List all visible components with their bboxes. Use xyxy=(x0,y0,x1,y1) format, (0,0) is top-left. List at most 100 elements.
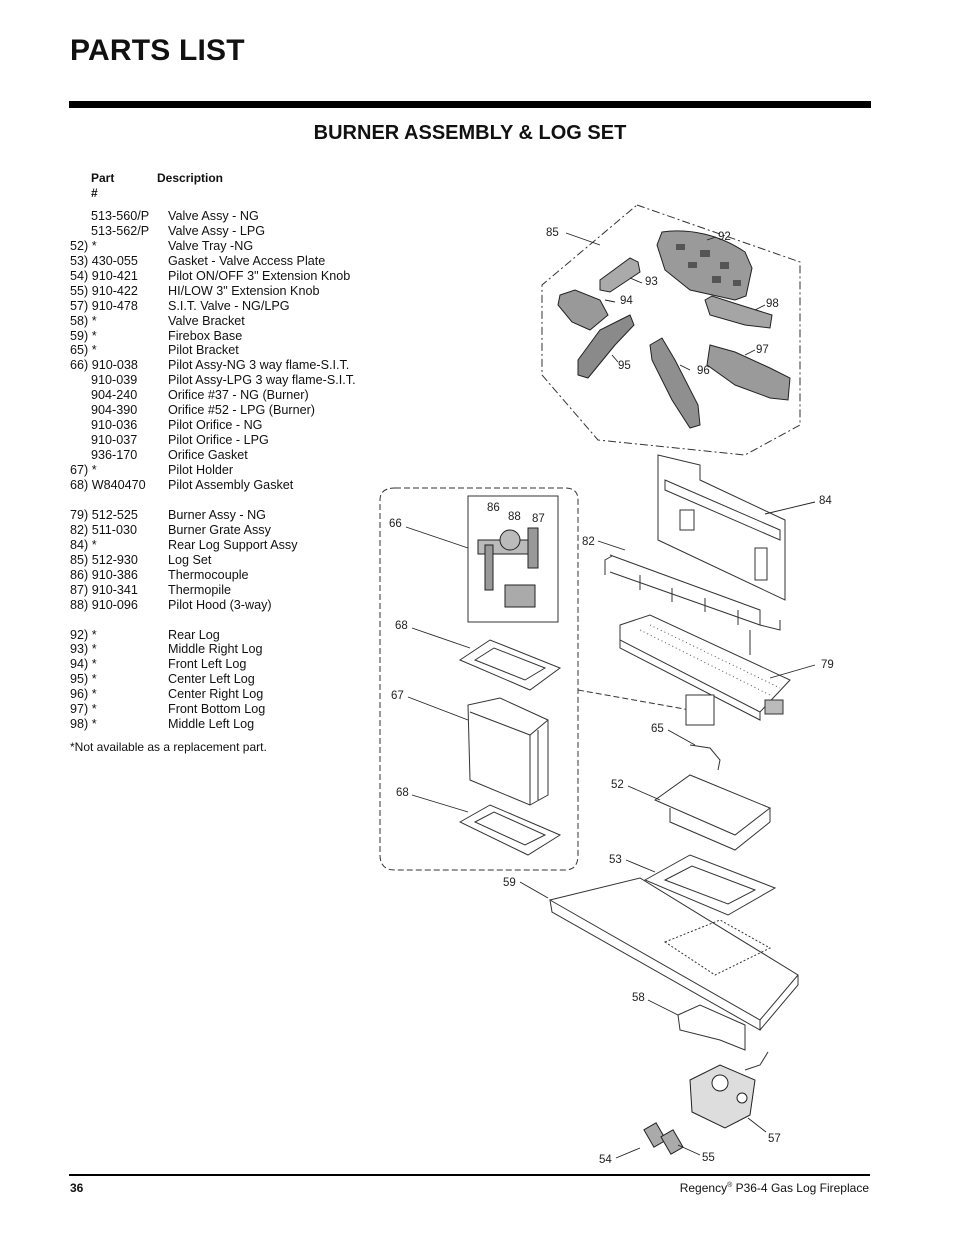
part-number: 65) * xyxy=(70,343,97,358)
part-description: Thermopile xyxy=(168,582,231,597)
part-description: Burner Grate Assy xyxy=(168,522,271,537)
callout-86: 86 xyxy=(487,502,500,514)
part-number: 904-390 xyxy=(91,403,138,418)
part-number: 97) * xyxy=(70,702,97,717)
callout-53: 53 xyxy=(609,854,622,866)
part-description: Pilot Assy-LPG 3 way flame-S.I.T. xyxy=(168,373,356,388)
callout-59: 59 xyxy=(503,877,516,889)
callout-82: 82 xyxy=(582,536,595,548)
callout-84: 84 xyxy=(819,495,832,507)
callout-88: 88 xyxy=(508,511,521,523)
log-98 xyxy=(704,295,773,329)
valve-bracket xyxy=(677,1004,746,1051)
part-number: 513-560/P xyxy=(91,208,150,223)
part-description: Gasket - Valve Access Plate xyxy=(168,253,326,268)
description-header: Description xyxy=(157,171,224,185)
part-description: Orifice #37 - NG (Burner) xyxy=(168,388,309,403)
rear-log-support xyxy=(657,454,786,601)
log-97 xyxy=(706,344,791,401)
part-description: Firebox Base xyxy=(168,328,243,343)
pilot-holder xyxy=(467,697,549,806)
page-title: PARTS LIST xyxy=(70,34,245,67)
part-number: 58) * xyxy=(70,313,97,328)
part-description: Middle Right Log xyxy=(168,642,263,657)
part-description: Orifice Gasket xyxy=(168,448,248,463)
part-description: Pilot Bracket xyxy=(168,343,239,358)
part-description: Pilot Orifice - NG xyxy=(168,418,263,433)
part-number: 87) 910-341 xyxy=(70,582,138,597)
callout-94: 94 xyxy=(620,295,633,307)
part-number: 52) * xyxy=(70,238,97,253)
part-description: Burner Assy - NG xyxy=(168,507,266,522)
part-number: 57) 910-478 xyxy=(70,298,138,313)
part-description: Orifice #52 - LPG (Burner) xyxy=(168,403,315,418)
part-number: 68) W840470 xyxy=(70,478,146,492)
burner-grate xyxy=(604,554,781,655)
callout-93: 93 xyxy=(645,276,658,288)
footer-model: P36-4 Gas Log Fireplace xyxy=(732,1181,869,1195)
callout-85: 85 xyxy=(546,227,559,239)
pilot-assembly-frame xyxy=(467,495,559,623)
part-description: Pilot Holder xyxy=(168,463,234,478)
part-number: 82) 511-030 xyxy=(70,522,137,537)
part-number: 96) * xyxy=(70,687,97,702)
part-description: Pilot Orifice - LPG xyxy=(168,433,269,448)
part-number: 910-039 xyxy=(91,373,138,388)
pilot-gasket-top xyxy=(458,639,562,691)
part-description: Rear Log Support Assy xyxy=(168,537,298,552)
part-number: 66) 910-038 xyxy=(70,358,138,373)
section-title: BURNER ASSEMBLY & LOG SET xyxy=(313,122,627,144)
part-description: HI/LOW 3" Extension Knob xyxy=(168,283,320,298)
log-92 xyxy=(656,230,753,301)
log-96 xyxy=(649,337,701,429)
callout-97: 97 xyxy=(756,344,769,356)
callout-57: 57 xyxy=(768,1133,781,1145)
part-number: 94) * xyxy=(70,657,97,672)
callout-92: 92 xyxy=(718,231,731,243)
log-set-boundary xyxy=(541,204,801,456)
callout-54: 54 xyxy=(599,1154,612,1166)
part-number: 910-037 xyxy=(91,433,138,448)
part-description: Pilot Assembly Gasket xyxy=(168,478,294,492)
callout-79: 79 xyxy=(821,659,834,671)
part-description: Front Bottom Log xyxy=(168,702,266,717)
part-description: Center Right Log xyxy=(168,687,264,702)
pilot-assembly xyxy=(477,527,539,608)
part-description: Middle Left Log xyxy=(168,717,255,732)
bottom-divider xyxy=(69,1174,870,1176)
callout-68-top: 68 xyxy=(395,620,408,632)
pilot-gasket-bottom xyxy=(458,804,562,856)
footer-product: Regency® P36-4 Gas Log Fireplace xyxy=(680,1181,869,1195)
sit-valve xyxy=(689,1064,756,1129)
part-description: Pilot Assy-NG 3 way flame-S.I.T. xyxy=(168,358,350,373)
footnote: *Not available as a replacement part. xyxy=(70,740,267,754)
callout-55: 55 xyxy=(702,1152,715,1164)
callout-58: 58 xyxy=(632,992,645,1004)
part-number: 86) 910-386 xyxy=(70,567,138,582)
part-number: 55) 910-422 xyxy=(70,283,138,298)
part-description: Valve Assy - NG xyxy=(168,208,259,223)
part-number: 98) * xyxy=(70,717,97,732)
part-number: 88) 910-096 xyxy=(70,597,138,612)
firebox-base xyxy=(548,877,799,1021)
part-number: 85) 512-930 xyxy=(70,552,138,567)
top-divider xyxy=(69,101,871,108)
callout-68-bottom: 68 xyxy=(396,787,409,799)
part-number: 67) * xyxy=(70,463,97,478)
pilot-bracket-detail xyxy=(685,694,715,726)
part-number: 936-170 xyxy=(91,448,138,463)
part-number: 79) 512-525 xyxy=(70,507,138,522)
part-description: Rear Log xyxy=(168,627,220,642)
part-number: 93) * xyxy=(70,642,97,657)
footer-brand: Regency xyxy=(679,1181,728,1195)
log-93 xyxy=(599,257,641,293)
callout-95: 95 xyxy=(618,360,631,372)
callout-65: 65 xyxy=(651,723,664,735)
part-description: Front Left Log xyxy=(168,657,247,672)
part-number-header: Part # xyxy=(91,171,115,200)
part-number: 54) 910-421 xyxy=(70,268,138,283)
callout-98: 98 xyxy=(766,298,779,310)
registered-mark: ® xyxy=(727,1182,733,1189)
part-number: 904-240 xyxy=(91,388,138,403)
